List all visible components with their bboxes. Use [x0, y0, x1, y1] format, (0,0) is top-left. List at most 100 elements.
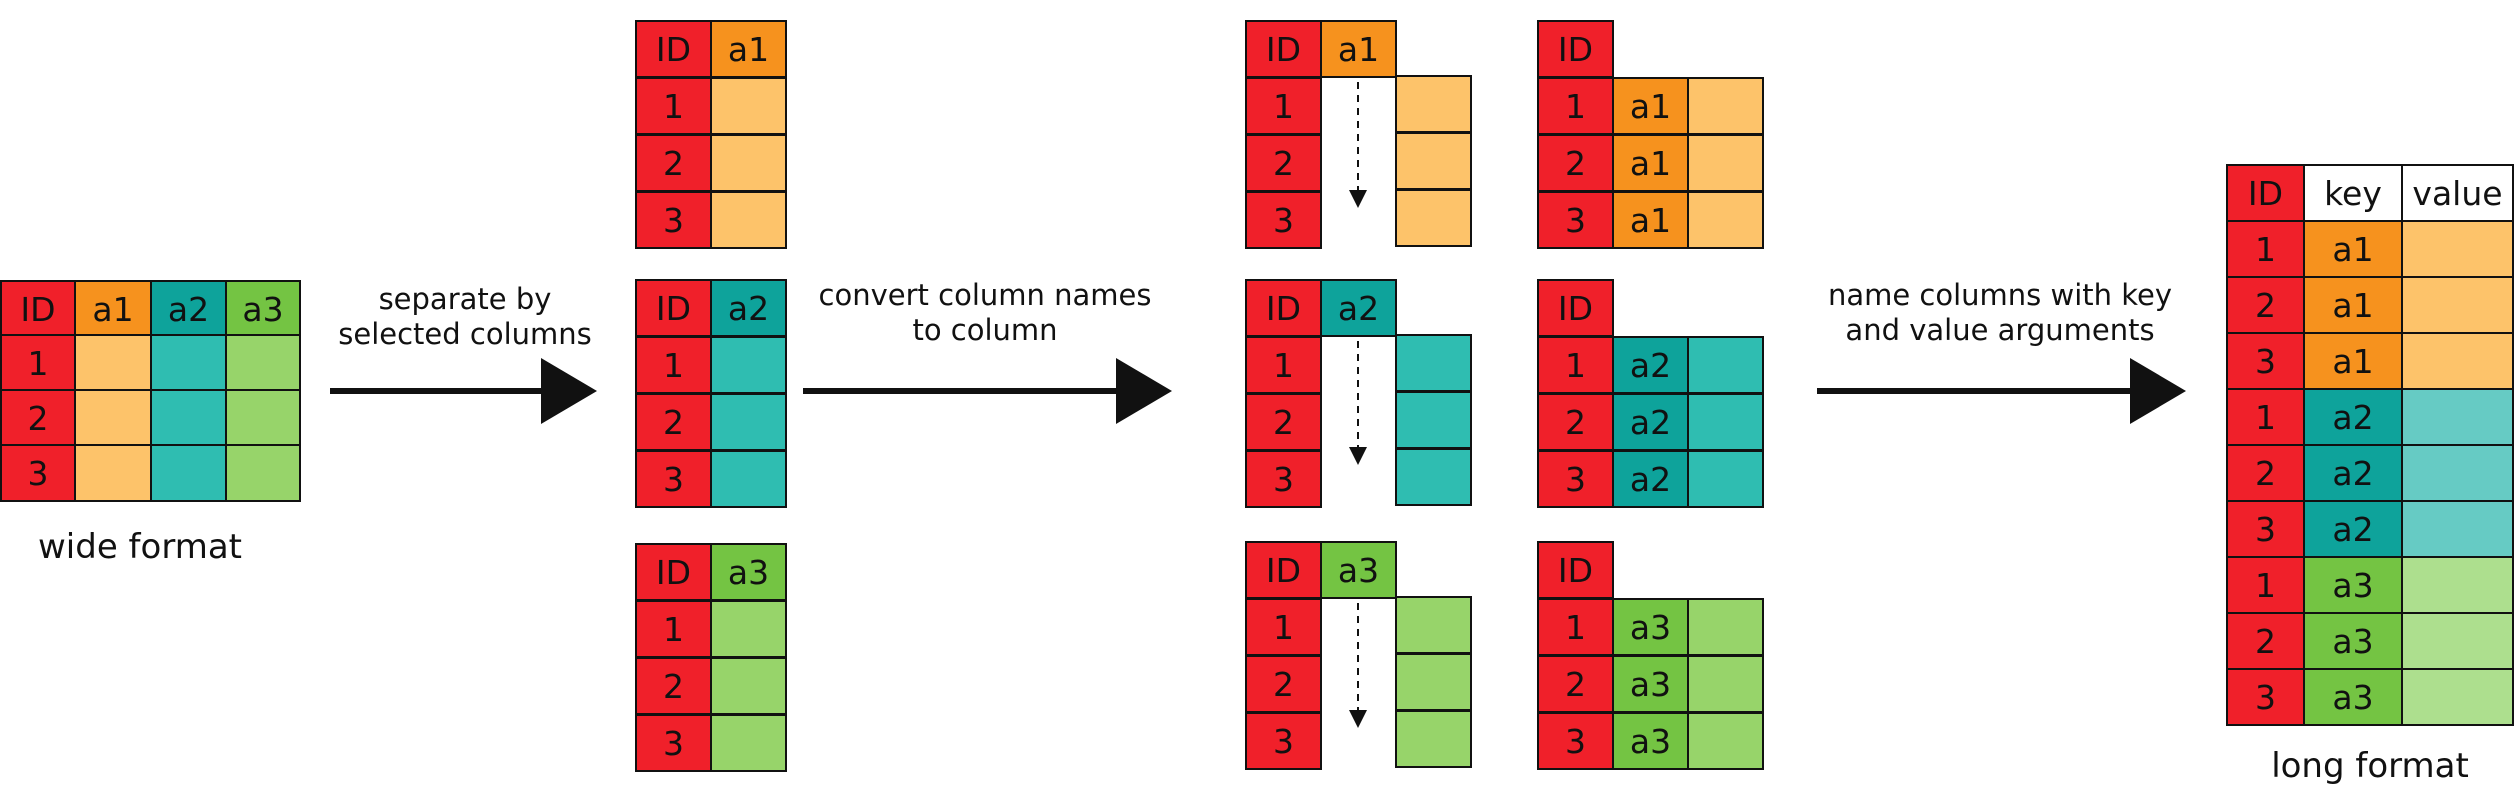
long-row-value-7: [2401, 556, 2514, 614]
convert-a3-value-row2: [1395, 653, 1472, 711]
convert-a1-id-row2: 2: [1245, 134, 1322, 192]
convert-a1-value-row2: [1395, 132, 1472, 190]
long-row-id-8: 2: [2226, 612, 2305, 670]
converted-a2-key-row2: a2: [1612, 393, 1689, 451]
separated-a1-id-row2: 2: [635, 134, 712, 192]
long-row-key-3: a1: [2303, 332, 2403, 390]
convert-a2-id-row1: 1: [1245, 336, 1322, 394]
wide-cell-a3-row3: [225, 444, 301, 502]
wide-cell-id-row1: 1: [0, 334, 76, 392]
converted-a1-key-row3: a1: [1612, 191, 1689, 249]
long-row-key-2: a1: [2303, 276, 2403, 334]
separated-a3-value-row3: [710, 714, 787, 772]
convert-a2-id-header: ID: [1245, 279, 1322, 337]
long-row-value-8: [2401, 612, 2514, 670]
step-label-separate-line1: separate by: [378, 282, 552, 316]
converted-a2-key-row1: a2: [1612, 336, 1689, 394]
convert-a2-value-row3: [1395, 448, 1472, 506]
separated-a2-id-row1: 1: [635, 336, 712, 394]
separated-a1-id-header: ID: [635, 20, 712, 78]
separated-a1-value-header: a1: [710, 20, 787, 78]
long-header-key: key: [2303, 164, 2403, 222]
long-header-id: ID: [2226, 164, 2305, 222]
convert-a1-id-row3: 3: [1245, 191, 1322, 249]
caption-wide-format: wide format: [38, 527, 242, 567]
separated-a3-id-header: ID: [635, 543, 712, 601]
converted-a2-id-header: ID: [1537, 279, 1614, 337]
wide-cell-a1-row3: [74, 444, 152, 502]
separated-a3-id-row1: 1: [635, 600, 712, 658]
convert-a1-value-row1: [1395, 75, 1472, 133]
wide-cell-a2-row1: [150, 334, 227, 392]
convert-a3-key-header: a3: [1320, 541, 1397, 599]
step-label-separate: separate by selected columns: [315, 282, 615, 352]
step-label-convert: convert column names to column: [800, 278, 1170, 348]
step-label-name-columns: name columns with key and value argument…: [1815, 278, 2185, 348]
wide-header-a2: a2: [150, 280, 227, 338]
wide-cell-a2-row2: [150, 389, 227, 447]
convert-a3-id-row2: 2: [1245, 655, 1322, 713]
convert-a1-value-row3: [1395, 189, 1472, 247]
convert-a3-id-header: ID: [1245, 541, 1322, 599]
separated-a1-value-row1: [710, 77, 787, 135]
wide-header-id: ID: [0, 280, 76, 338]
converted-a1-id-row3: 3: [1537, 191, 1614, 249]
converted-a3-id-row3: 3: [1537, 712, 1614, 770]
dashed-arrow-a2: [1349, 341, 1367, 465]
wide-header-a1: a1: [74, 280, 152, 338]
long-row-key-6: a2: [2303, 500, 2403, 558]
converted-a3-id-header: ID: [1537, 541, 1614, 599]
converted-a3-key-row3: a3: [1612, 712, 1689, 770]
converted-a3-id-row2: 2: [1537, 655, 1614, 713]
convert-a1-key-header: a1: [1320, 20, 1397, 78]
converted-a2-key-row3: a2: [1612, 450, 1689, 508]
long-row-value-4: [2401, 388, 2514, 446]
converted-a2-id-row2: 2: [1537, 393, 1614, 451]
step-label-convert-line1: convert column names: [818, 278, 1152, 312]
converted-a2-id-row1: 1: [1537, 336, 1614, 394]
wide-cell-a1-row2: [74, 389, 152, 447]
converted-a2-value-row3: [1687, 450, 1764, 508]
converted-a1-id-header: ID: [1537, 20, 1614, 78]
convert-a3-id-row1: 1: [1245, 598, 1322, 656]
separated-a1-value-row2: [710, 134, 787, 192]
arrow-name-columns: [1817, 358, 2186, 424]
separated-a2-id-header: ID: [635, 279, 712, 337]
dashed-arrow-a3: [1349, 603, 1367, 728]
convert-a1-id-row1: 1: [1245, 77, 1322, 135]
converted-a1-value-row1: [1687, 77, 1764, 135]
convert-a2-id-row2: 2: [1245, 393, 1322, 451]
separated-a2-value-row2: [710, 393, 787, 451]
wide-cell-a3-row2: [225, 389, 301, 447]
separated-a2-id-row2: 2: [635, 393, 712, 451]
step-label-separate-line2: selected columns: [338, 316, 592, 351]
converted-a1-id-row1: 1: [1537, 77, 1614, 135]
arrow-convert: [803, 358, 1172, 424]
convert-a2-key-header: a2: [1320, 279, 1397, 337]
long-row-id-3: 3: [2226, 332, 2305, 390]
step-label-name-line1: name columns with key: [1827, 278, 2173, 312]
separated-a1-id-row3: 3: [635, 191, 712, 249]
step-label-name-line2: and value arguments: [1845, 312, 2155, 347]
wide-cell-a2-row3: [150, 444, 227, 502]
long-row-key-7: a3: [2303, 556, 2403, 614]
dashed-arrow-a1: [1349, 82, 1367, 208]
wide-cell-a1-row1: [74, 334, 152, 392]
long-header-value: value: [2401, 164, 2514, 222]
long-row-value-9: [2401, 668, 2514, 726]
separated-a3-value-row1: [710, 600, 787, 658]
wide-cell-id-row2: 2: [0, 389, 76, 447]
long-row-key-8: a3: [2303, 612, 2403, 670]
long-row-value-6: [2401, 500, 2514, 558]
convert-a2-value-row2: [1395, 391, 1472, 449]
convert-a2-id-row3: 3: [1245, 450, 1322, 508]
converted-a2-value-row1: [1687, 336, 1764, 394]
convert-a3-id-row3: 3: [1245, 712, 1322, 770]
long-row-value-5: [2401, 444, 2514, 502]
converted-a1-id-row2: 2: [1537, 134, 1614, 192]
converted-a3-key-row2: a3: [1612, 655, 1689, 713]
long-row-key-4: a2: [2303, 388, 2403, 446]
converted-a3-id-row1: 1: [1537, 598, 1614, 656]
arrow-separate: [330, 358, 597, 424]
